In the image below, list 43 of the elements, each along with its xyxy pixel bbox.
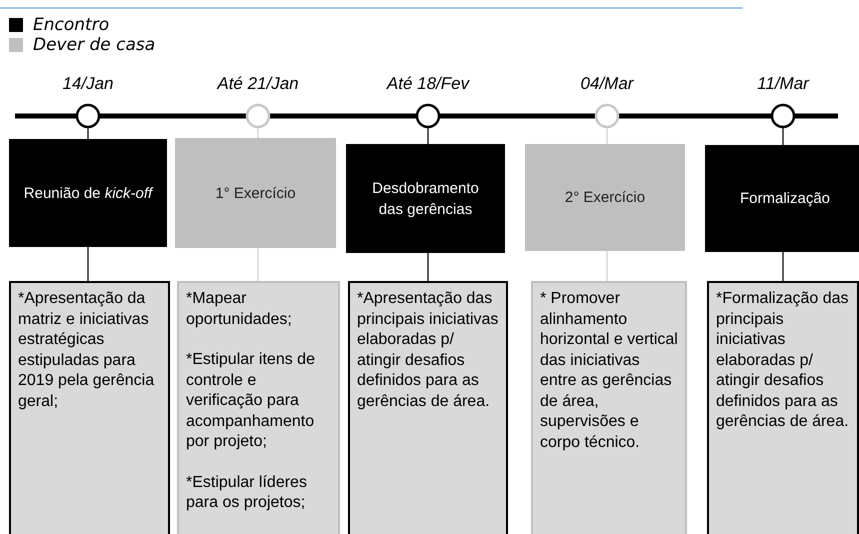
- connector-line: [257, 127, 259, 138]
- description-card: [348, 281, 508, 534]
- connector-line: [606, 127, 608, 144]
- date-label: 11/Mar: [756, 74, 810, 94]
- milestone-box: [705, 145, 859, 252]
- description-text: *Estipular líderes para os projetos;: [186, 472, 308, 513]
- description-text: *Formalização das principais iniciativas elaboradas p/ atingir desafios definidos para as gerências de área.: [716, 289, 850, 432]
- milestone-box: [175, 138, 336, 248]
- connector-line: [427, 253, 429, 281]
- description-text: *Apresentação da matriz e iniciativas estratégicas estipuladas para 2019 pela gerência geral;: [18, 289, 156, 412]
- connector-line: [87, 127, 89, 139]
- description-text: *Mapear oportunidades;: [186, 289, 293, 330]
- date-label: 04/Mar: [580, 74, 635, 94]
- timeline-line: [439, 114, 596, 118]
- box-title: 2° Exercício: [564, 188, 646, 208]
- description-card: [707, 281, 859, 534]
- connector-line: [427, 127, 429, 144]
- box-title: Desdobramento das gerências: [371, 178, 480, 220]
- timeline-line: [269, 114, 417, 118]
- description-card: [9, 281, 170, 534]
- description-text: *Estipular itens de controle e verificação para acompanhamento por projeto;: [186, 350, 316, 452]
- description-text: * Promover alinhamento horizontal e vertical das iniciativas entre as gerências de área, supervisões e corpo técnico.: [540, 289, 679, 452]
- milestone-box: [346, 144, 505, 253]
- legend-label: Encontro: [33, 15, 110, 35]
- milestone-box: [9, 139, 167, 247]
- connector-line: [606, 251, 608, 281]
- date-label: 14/Jan: [61, 74, 115, 94]
- box-title: Formalização: [740, 189, 830, 209]
- box-title: Reunião de kick-off: [24, 184, 152, 204]
- connector-line: [782, 252, 784, 281]
- connector-line: [257, 248, 259, 281]
- timeline-line: [618, 114, 772, 118]
- box-title: 1° Exercício: [215, 184, 296, 204]
- connector-line: [782, 127, 784, 145]
- legend-label: Dever de casa: [33, 35, 156, 55]
- connector-line: [87, 247, 89, 281]
- description-text: *Apresentação das principais iniciativas elaboradas p/ atingir desafios definidos para as gerências de área.: [357, 289, 500, 412]
- milestone-box: [525, 144, 685, 251]
- timeline-line: [99, 114, 247, 118]
- date-label: Até 21/Jan: [216, 74, 300, 94]
- description-card: [177, 281, 340, 534]
- date-label: Até 18/Fev: [385, 74, 471, 94]
- description-card: [531, 281, 687, 534]
